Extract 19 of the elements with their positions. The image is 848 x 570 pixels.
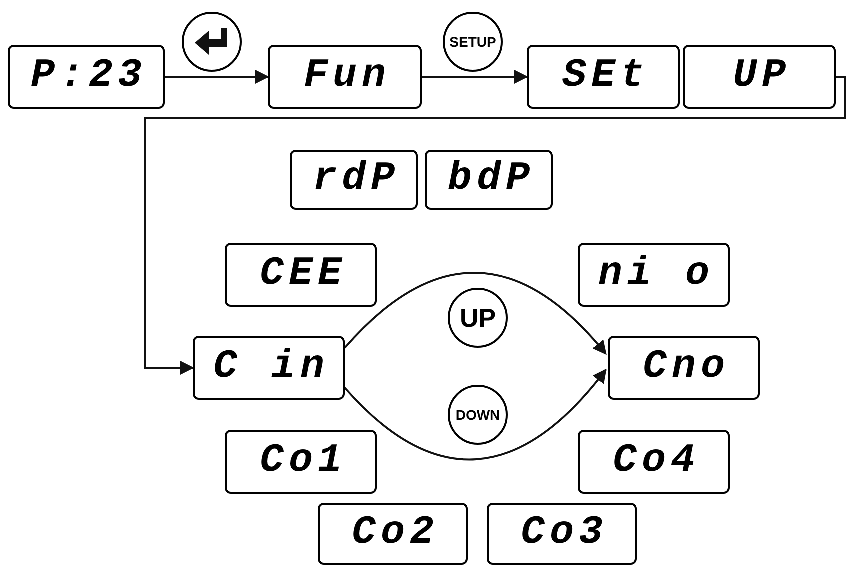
lcd-display: Co2 <box>318 503 468 565</box>
lcd-display: bdP <box>425 150 553 210</box>
arrow <box>144 76 846 375</box>
lcd-display: Fun <box>268 45 422 109</box>
lcd-display: Cno <box>608 336 760 400</box>
lcd-display: P:23 <box>8 45 165 109</box>
lcd-display: Co3 <box>487 503 637 565</box>
lcd-display: C in <box>193 336 345 400</box>
lcd-display: ni o <box>578 243 730 307</box>
arrow <box>422 70 528 84</box>
lcd-display: rdP <box>290 150 418 210</box>
lcd-display: SEt <box>527 45 680 109</box>
lcd-display: Co1 <box>225 430 377 494</box>
lcd-display: UP <box>683 45 836 109</box>
arrow <box>344 272 607 356</box>
lcd-display: CEE <box>225 243 377 307</box>
lcd-display: Co4 <box>578 430 730 494</box>
arrow <box>344 368 607 460</box>
arrow <box>165 70 270 84</box>
